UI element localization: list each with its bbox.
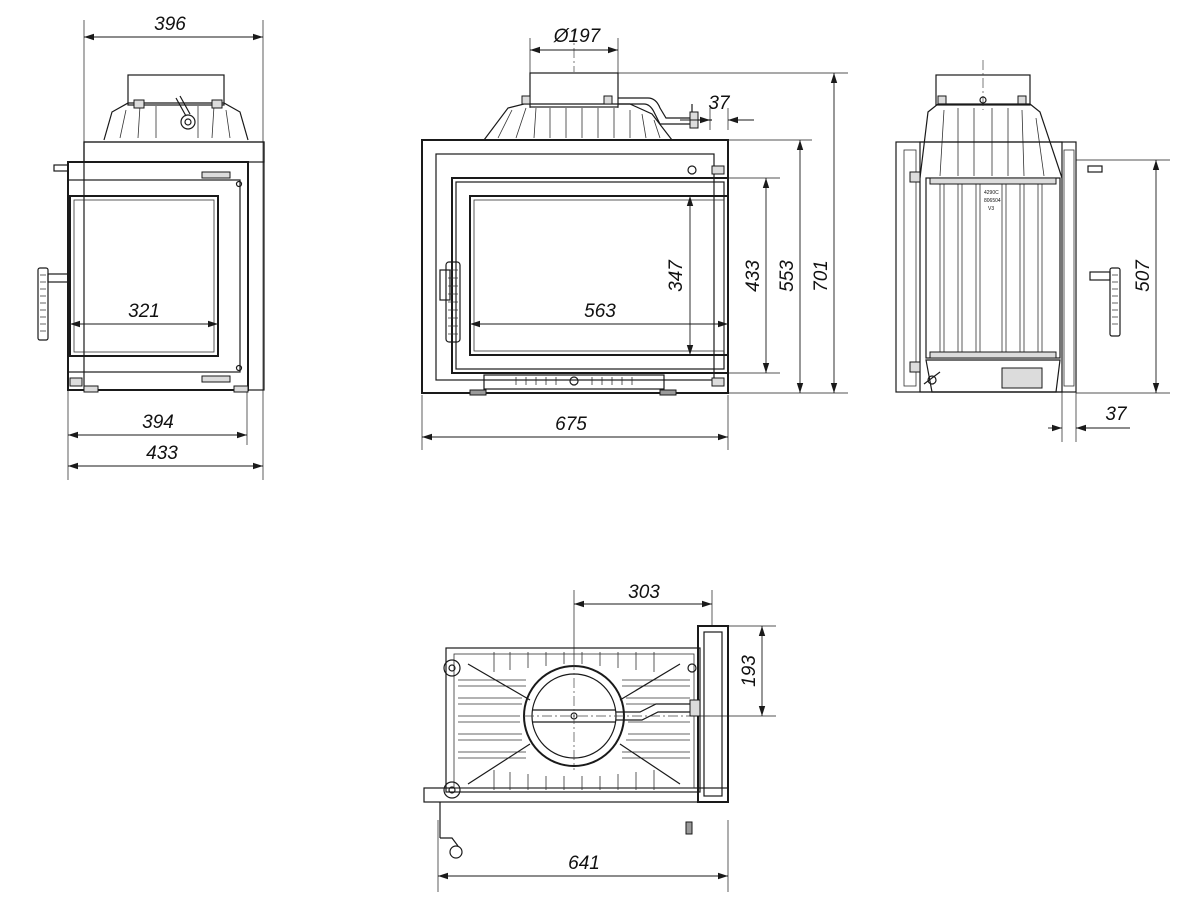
dim-396: 396: [154, 14, 186, 35]
dim-433-front: 433: [743, 260, 764, 292]
dim-303: 303: [628, 582, 660, 603]
plate-text-1: 4290C: [984, 190, 999, 196]
plate-text-2: 806504: [984, 198, 1001, 204]
front-view: Ø197 37 347 563 675 433 553 701: [421, 26, 848, 450]
dim-701: 701: [811, 260, 832, 292]
side-view-left: 396 321 394 433: [37, 14, 265, 480]
dim-563: 563: [584, 301, 616, 322]
dim-37-front: 37: [708, 93, 731, 114]
dim-37-side: 37: [1105, 404, 1128, 425]
dim-641: 641: [568, 853, 600, 874]
dim-321: 321: [128, 301, 160, 322]
top-view: 303 193 641: [423, 582, 776, 892]
dim-394: 394: [142, 412, 174, 433]
dim-347: 347: [666, 259, 687, 292]
side-view-right: 4290C 806504 V3 507 37: [895, 60, 1170, 442]
dim-193: 193: [739, 655, 760, 687]
dim-flue-diameter: Ø197: [553, 26, 602, 47]
plate-text-3: V3: [988, 206, 994, 212]
dim-553: 553: [777, 260, 798, 292]
dim-433-left: 433: [146, 443, 178, 464]
dim-507: 507: [1133, 259, 1154, 292]
dim-675: 675: [555, 414, 587, 435]
